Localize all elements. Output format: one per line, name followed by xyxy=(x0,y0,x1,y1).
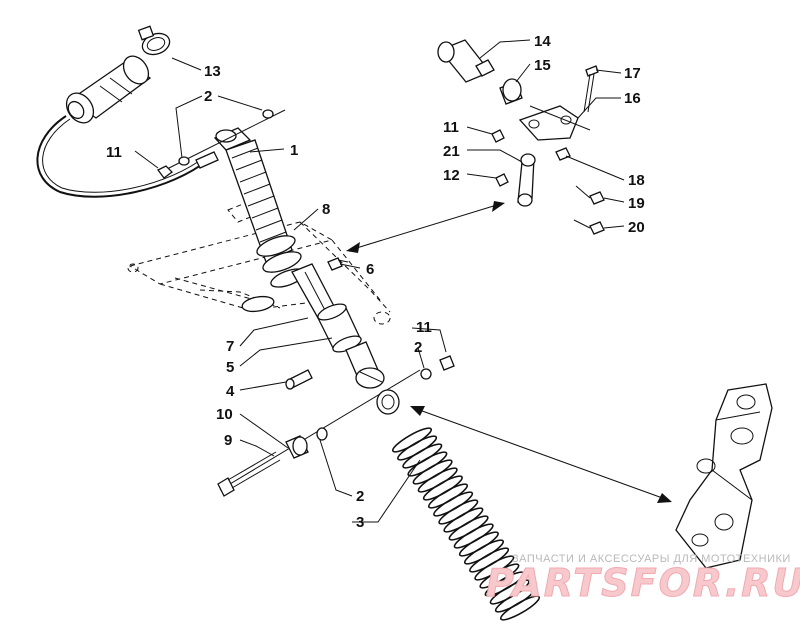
label-2-lower: 2 xyxy=(356,488,364,505)
spring-coil xyxy=(407,451,448,477)
eye-bearing xyxy=(376,389,400,415)
label-20: 20 xyxy=(628,219,645,236)
pivot-shaft xyxy=(437,39,495,83)
spring-coil xyxy=(458,531,499,557)
label-10: 10 xyxy=(216,406,233,423)
label-8: 8 xyxy=(322,201,330,218)
label-5: 5 xyxy=(226,359,234,376)
label-21: 21 xyxy=(443,143,460,160)
label-6: 6 xyxy=(366,261,374,278)
clip xyxy=(327,257,349,271)
hose-fitting xyxy=(195,151,219,169)
label-15: 15 xyxy=(534,57,551,74)
spring-coil xyxy=(402,443,443,469)
label-16: 16 xyxy=(624,90,641,107)
washer-left xyxy=(178,156,190,166)
label-9: 9 xyxy=(224,432,232,449)
coil-spring xyxy=(391,427,541,621)
spindle-knuckle xyxy=(675,383,773,569)
spring-coil xyxy=(433,491,474,517)
label-12: 12 xyxy=(443,167,460,184)
washer-top xyxy=(262,109,274,119)
label-11-linkage: 11 xyxy=(443,119,459,136)
long-bolt xyxy=(217,451,281,497)
label-1: 1 xyxy=(290,142,298,159)
grease-fitting xyxy=(285,369,313,390)
spring-coil xyxy=(422,475,463,501)
washer-lower xyxy=(316,427,328,441)
label-7: 7 xyxy=(226,338,234,355)
spring-coil xyxy=(499,595,541,621)
spring-coil xyxy=(448,515,489,541)
label-4: 4 xyxy=(226,383,235,400)
label-2-right: 2 xyxy=(414,339,422,356)
spring-coil xyxy=(427,483,469,509)
spring-coil xyxy=(397,435,438,461)
snap-ring xyxy=(241,295,275,313)
bushing-top xyxy=(499,78,523,105)
nut-11-linkage xyxy=(491,129,505,143)
label-17: 17 xyxy=(624,65,641,82)
part-labels: 1 2 2 2 3 4 5 6 7 8 9 10 11 11 11 12 13 … xyxy=(106,33,645,531)
spring-coil xyxy=(438,499,479,525)
label-3: 3 xyxy=(356,514,364,531)
bolt-20 xyxy=(573,219,605,235)
shock-absorber xyxy=(213,127,385,389)
nut-18 xyxy=(555,147,571,161)
label-18: 18 xyxy=(628,172,645,189)
reservoir-hose xyxy=(36,115,209,198)
link-rod xyxy=(517,153,536,207)
reservoir-hose-inner xyxy=(42,118,207,193)
hose-clamp xyxy=(137,25,171,56)
rocker-arm xyxy=(518,105,591,141)
leader-lines xyxy=(134,39,625,523)
arrow-shock-to-knuckle xyxy=(410,406,672,503)
label-19: 19 xyxy=(628,195,645,212)
bushing-sleeve xyxy=(285,435,309,459)
label-11-right: 11 xyxy=(416,319,432,336)
label-2-top: 2 xyxy=(204,88,212,105)
label-14: 14 xyxy=(534,33,551,50)
spring-coil xyxy=(443,507,484,533)
spring-coil xyxy=(412,459,453,485)
bolt-17 xyxy=(583,65,599,113)
arrow-linkage-to-shock xyxy=(346,201,505,253)
watermark: ЗАПЧАСТИ И АКСЕССУАРЫ ДЛЯ МОТОТЕХНИКИ PA… xyxy=(486,553,800,606)
spring-coil xyxy=(391,427,433,453)
spring-coil xyxy=(453,523,494,549)
bolt-19 xyxy=(575,185,605,205)
watermark-brand: PARTSFOR.RU xyxy=(486,561,800,605)
label-13: 13 xyxy=(204,63,221,80)
nut-top xyxy=(157,165,173,179)
nut-12 xyxy=(495,173,509,187)
reservoir-canister xyxy=(65,55,152,124)
washer-right xyxy=(420,368,432,380)
nut-right xyxy=(439,355,455,371)
label-11-left: 11 xyxy=(106,144,122,161)
spring-coil xyxy=(417,467,458,493)
watermark-tagline: ЗАПЧАСТИ И АКСЕССУАРЫ ДЛЯ МОТОТЕХНИКИ xyxy=(512,553,791,565)
